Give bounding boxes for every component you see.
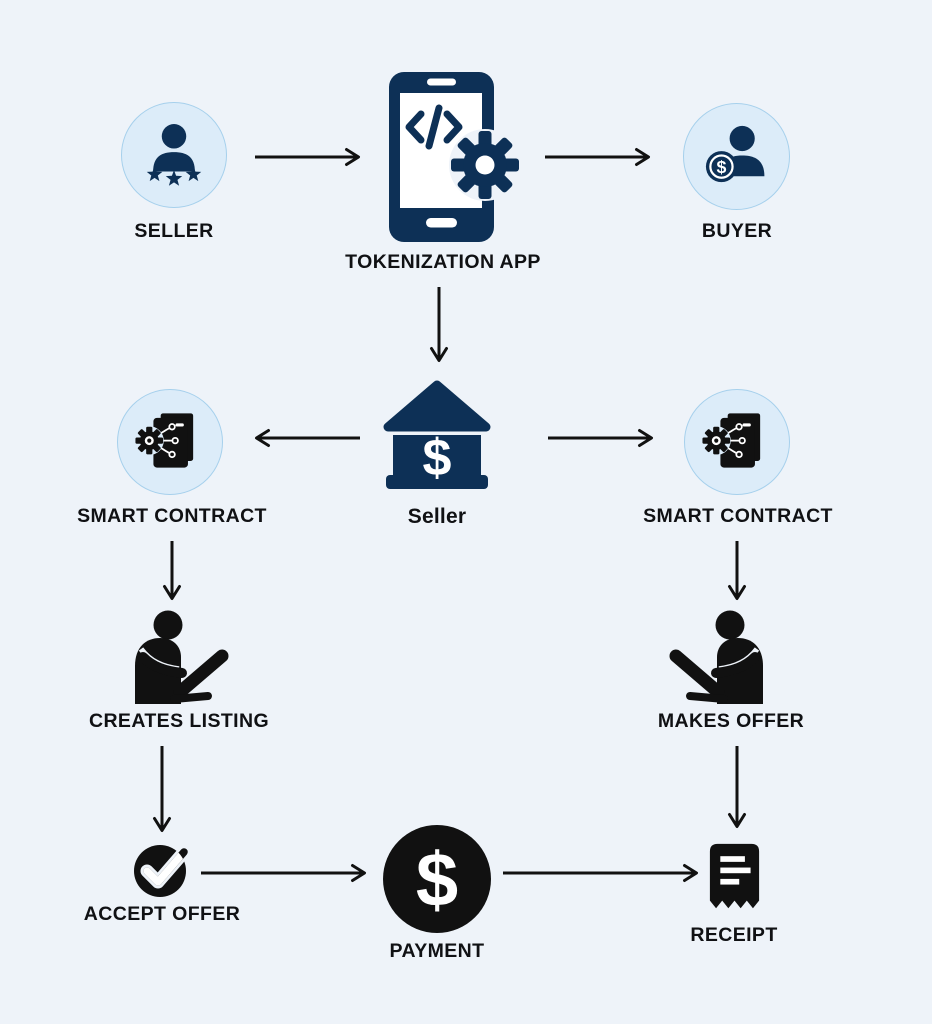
makes-offer-label: MAKES OFFER xyxy=(657,710,805,732)
tokenization-app-label: TOKENIZATION APP xyxy=(345,251,541,273)
buyer-label: BUYER xyxy=(701,220,773,242)
svg-text:$: $ xyxy=(423,429,452,487)
smart-contract-left-node xyxy=(117,389,223,495)
bank-dollar-icon: $ xyxy=(383,380,491,489)
seller-top-label: SELLER xyxy=(134,220,214,242)
smart-contract-document-icon xyxy=(701,411,763,468)
seller-bank-label: Seller xyxy=(407,505,467,528)
person-laptop-icon xyxy=(135,610,229,704)
person-money-icon: $ xyxy=(705,125,764,182)
smart-contract-right-node xyxy=(684,389,790,495)
dollar-circle-icon: $ xyxy=(383,825,491,933)
seller-node xyxy=(121,102,227,208)
svg-text:$: $ xyxy=(416,838,458,923)
smart-contract-right-label: SMART CONTRACT xyxy=(643,505,833,527)
person-rating-icon xyxy=(146,124,202,186)
receipt-icon xyxy=(709,843,760,909)
receipt-label: RECEIPT xyxy=(690,924,778,946)
buyer-node: $ xyxy=(683,103,790,210)
accept-offer-label: ACCEPT OFFER xyxy=(83,903,241,925)
person-laptop-icon xyxy=(669,610,763,704)
smart-contract-left-label: SMART CONTRACT xyxy=(77,505,267,527)
check-circle-icon xyxy=(134,845,191,897)
creates-listing-label: CREATES LISTING xyxy=(88,710,270,732)
smart-contract-document-icon xyxy=(134,411,196,468)
payment-label: PAYMENT xyxy=(389,940,485,962)
phone-code-gear-icon xyxy=(389,72,521,242)
svg-text:$: $ xyxy=(716,156,726,176)
